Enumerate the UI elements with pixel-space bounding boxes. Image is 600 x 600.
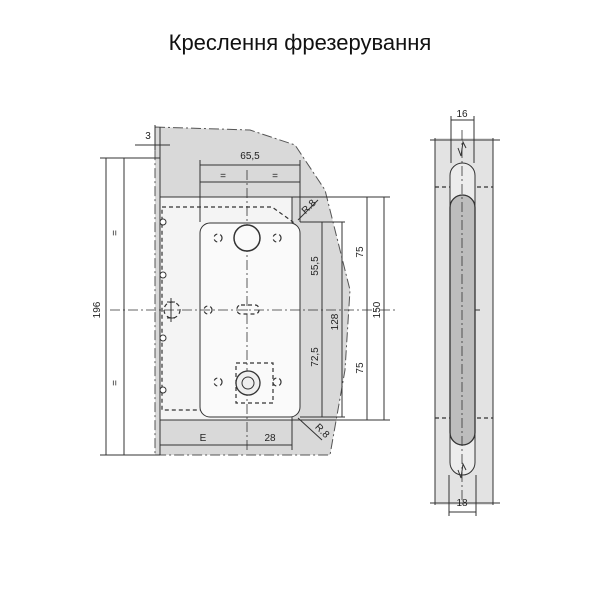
dim-65-5: 65,5	[240, 151, 260, 162]
dim-18: 18	[456, 498, 468, 509]
dim-28: 28	[264, 433, 276, 444]
equal-mark: =	[220, 171, 226, 182]
dim-55-5: 55,5	[310, 256, 321, 276]
handle-hole	[233, 224, 261, 252]
dim-75-bottom: 75	[355, 362, 366, 374]
side-view: 16 18	[430, 109, 500, 516]
dim-196: 196	[92, 301, 103, 318]
dim-72-5: 72,5	[310, 347, 321, 367]
page-title: Креслення фрезерування	[168, 30, 432, 55]
dim-128: 128	[330, 313, 341, 330]
faceplate-outline	[199, 222, 301, 418]
dim-75-top: 75	[355, 246, 366, 258]
equal-mark: =	[272, 171, 278, 182]
dim-3: 3	[145, 131, 151, 142]
front-view: 3 65,5 = = = = 196 R.8 R.8 55,5 72,5 128…	[92, 125, 395, 456]
lock-body-outline	[161, 206, 294, 411]
dim-150: 150	[372, 301, 383, 318]
dim-e: E	[200, 433, 207, 444]
lock-body-slot	[449, 194, 476, 446]
equal-mark: =	[110, 230, 121, 236]
equal-mark: =	[110, 380, 121, 386]
dim-16: 16	[456, 109, 468, 120]
